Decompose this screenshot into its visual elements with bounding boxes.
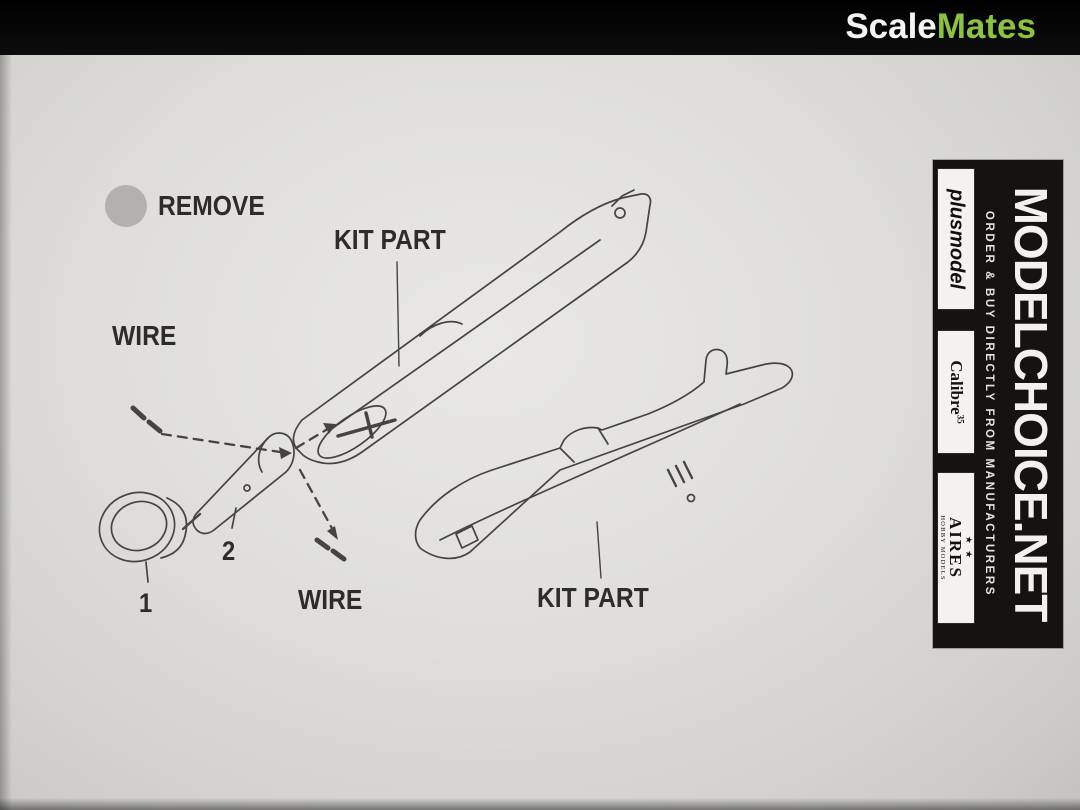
nose-cone-part-drawing [181, 432, 295, 535]
calibre-logo: Calibre35 [937, 330, 975, 454]
calibre-logo-text: Calibre [947, 360, 966, 415]
plusmodel-logo-text: plusmodel [945, 188, 968, 290]
assembly-arrowheads [279, 423, 338, 540]
assembly-arrows [160, 428, 336, 534]
logo-text-right: Mates [936, 7, 1036, 46]
remove-dot [105, 185, 147, 227]
instruction-sheet [0, 55, 1080, 810]
banner-tagline-wrap: ORDER & BUY DIRECTLY FROM MANUFACTURERS [977, 160, 1001, 648]
plusmodel-logo: plusmodel [937, 168, 975, 310]
part-2-number: 2 [222, 536, 236, 566]
modelchoice-banner: plusmodel Calibre35 ★ ★ AIRES HOBBY MODE… [933, 160, 1063, 648]
aires-logo: ★ ★ AIRES HOBBY MODELS [937, 472, 975, 624]
wire-piece-bottom [314, 537, 347, 562]
wire-bottom-label: WIRE [298, 584, 363, 615]
nose-ring-part-drawing [98, 491, 188, 583]
wire-top-label: WIRE [112, 320, 177, 351]
lower-kit-part-drawing [414, 348, 794, 560]
upper-kit-part-drawing [292, 189, 652, 465]
part-1-number: 1 [139, 588, 153, 618]
label-leader-lines [396, 261, 602, 579]
aires-logo-text: AIRES [946, 517, 965, 579]
logo-text-left: Scale [845, 7, 937, 46]
remove-label: REMOVE [158, 190, 265, 221]
banner-title-wrap: MODELCHOICE.NET [999, 160, 1063, 648]
manufacturer-logos: plusmodel Calibre35 ★ ★ AIRES HOBBY MODE… [936, 168, 978, 640]
kit-part-top-label: KIT PART [334, 224, 446, 255]
kit-part-bottom-label: KIT PART [537, 582, 649, 613]
banner-site-title: MODELCHOICE.NET [1005, 186, 1057, 622]
wire-piece-top [130, 405, 163, 434]
scalemates-logo[interactable]: ScaleMates [845, 7, 1036, 47]
banner-tagline: ORDER & BUY DIRECTLY FROM MANUFACTURERS [983, 210, 995, 598]
watermark-bar: ScaleMates [0, 0, 1080, 55]
aires-stars-icon: ★ ★ [964, 535, 974, 561]
aires-logo-sub: HOBBY MODELS [939, 515, 946, 581]
calibre-logo-sub: 35 [955, 414, 966, 424]
